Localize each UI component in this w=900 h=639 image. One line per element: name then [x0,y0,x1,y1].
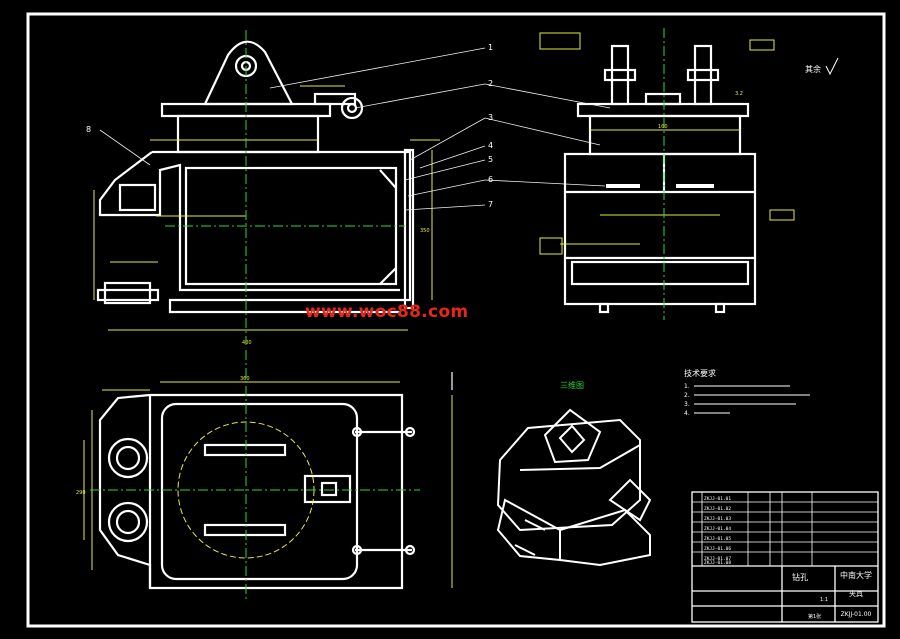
balloon-2: 2 [488,79,493,88]
sheet-border [26,12,886,628]
title-block-text: 钻孔 中南大学 夹具 ZKJJ-01.00 1:1 第1张 [792,570,872,620]
bom-code-4: ZKJJ-01.04 [704,526,731,532]
balloon-1: 1 [488,43,493,52]
title-block-sheet: 第1张 [808,613,821,620]
isometric-view [496,408,652,567]
balloon-4: 4 [488,141,493,150]
bom-codes: ZKJJ-01.01 ZKJJ-01.02 ZKJJ-01.03 ZKJJ-01… [704,496,731,566]
tech-requirements-title: 技术要求 [684,368,716,378]
balloon-leaders [99,47,611,211]
balloon-5: 5 [488,155,493,164]
dim-bottom-width: 360 [240,376,250,382]
dim-top-height: 350 [420,228,430,234]
tech-req-4: 4. [684,410,690,417]
bom-code-6: ZKJJ-01.06 [704,546,731,552]
bom-code-5: ZKJJ-01.05 [704,536,731,542]
tech-req-3: 3. [684,401,690,408]
balloon-6: 6 [488,175,493,184]
title-block-scale: 1:1 [820,597,828,603]
finish-note: 其余 [805,64,821,74]
title-block-drawing-no: ZKJJ-01.00 [841,611,872,618]
balloon-labels: 1 2 3 4 5 6 7 8 [86,43,493,209]
title-block-school: 中南大学 [840,570,872,580]
dimension-values: 400 350 360 290 160 3.2 [76,91,743,496]
tech-req-1: 1. [684,383,690,390]
title-block [691,491,879,623]
top-view [98,393,416,590]
tech-req-text-strokes [694,385,810,414]
balloon-8: 8 [86,125,91,134]
title-block-name-right: 夹具 [849,589,863,598]
tech-requirements: 技术要求 1. 2. 3. 4. [684,368,716,417]
tech-req-2: 2. [684,392,690,399]
bom-code-1: ZKJJ-01.01 [704,496,731,502]
dim-top-width: 400 [242,340,252,346]
dim-bottom-height: 290 [76,490,86,496]
bom-code-7: ZKJJ-01.07 [704,556,731,562]
watermark: www.woc88.com [305,302,469,322]
bom-code-2: ZKJJ-01.02 [704,506,731,512]
side-view-dimensions [539,32,795,255]
roughness-icon [825,57,839,76]
dim-roughness: 3.2 [735,91,743,97]
view-3d-label: 三维图 [560,380,584,390]
bom-code-8: ZKJJ-01.08 [704,560,731,566]
balloon-7: 7 [488,200,493,209]
side-view [563,44,757,314]
front-view-dimensions [93,85,440,331]
bom-code-3: ZKJJ-01.03 [704,516,731,522]
title-block-name-left: 钻孔 [792,572,808,582]
bom-table [692,492,878,566]
dim-side-width: 160 [658,124,668,130]
balloon-3: 3 [488,113,493,122]
